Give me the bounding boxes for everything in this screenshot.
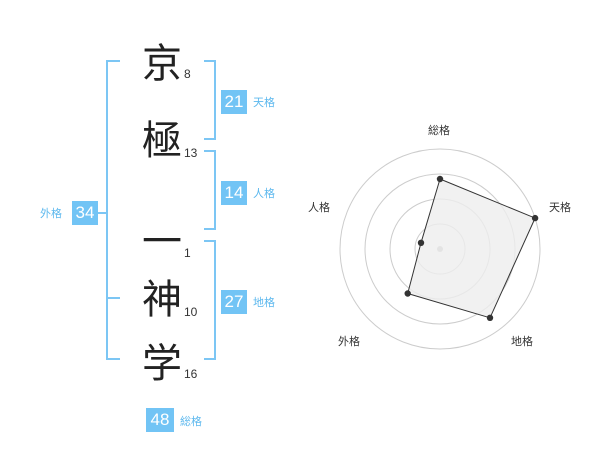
kanji-4: 神 bbox=[142, 277, 182, 323]
soukaku-badge: 48 bbox=[146, 408, 174, 432]
radar-point-3 bbox=[486, 314, 494, 321]
stroke-count-4: 10 bbox=[184, 305, 198, 319]
radar-data-polygon bbox=[407, 178, 536, 319]
kanji-2: 極 bbox=[142, 118, 182, 164]
jinkaku-bracket bbox=[204, 150, 216, 230]
tenkaku-bracket bbox=[204, 60, 216, 140]
radar-label-soukaku: 総格 bbox=[428, 124, 450, 137]
radar-label-jinkaku: 人格 bbox=[308, 201, 330, 214]
stroke-count-2: 13 bbox=[184, 146, 198, 160]
radar-label-gaikaku: 外格 bbox=[338, 335, 360, 348]
stroke-count-1: 8 bbox=[184, 67, 191, 81]
kanji-1: 京 bbox=[142, 41, 182, 87]
gaikaku-label: 外格 bbox=[40, 207, 62, 220]
soukaku-label: 総格 bbox=[180, 415, 202, 428]
jinkaku-label: 人格 bbox=[253, 187, 275, 200]
radar-ring bbox=[339, 148, 541, 350]
radar-point-2 bbox=[531, 214, 539, 222]
radar-chart bbox=[339, 148, 541, 350]
radar-label-chikaku: 地格 bbox=[511, 335, 533, 348]
chikaku-label: 地格 bbox=[253, 296, 275, 309]
gaikaku-badge: 34 bbox=[72, 201, 98, 225]
radar-point-5 bbox=[417, 239, 425, 246]
tenkaku-badge: 21 bbox=[221, 90, 247, 114]
gaikaku-bracket bbox=[106, 60, 120, 360]
gaikaku-bracket-divider bbox=[106, 297, 120, 299]
radar-point-4 bbox=[404, 290, 411, 297]
radar-data-points bbox=[404, 175, 539, 321]
chikaku-bracket bbox=[204, 240, 216, 360]
stroke-count-5: 16 bbox=[184, 367, 198, 381]
radar-label-tenkaku: 天格 bbox=[549, 201, 571, 214]
radar-point-1 bbox=[436, 175, 444, 183]
kanji-3: 一 bbox=[142, 219, 182, 265]
chikaku-badge: 27 bbox=[221, 290, 247, 314]
tenkaku-label: 天格 bbox=[253, 96, 275, 109]
gaikaku-bracket-tick bbox=[98, 212, 107, 214]
kanji-5: 学 bbox=[142, 341, 182, 387]
jinkaku-badge: 14 bbox=[221, 181, 247, 205]
stroke-count-3: 1 bbox=[184, 246, 191, 260]
